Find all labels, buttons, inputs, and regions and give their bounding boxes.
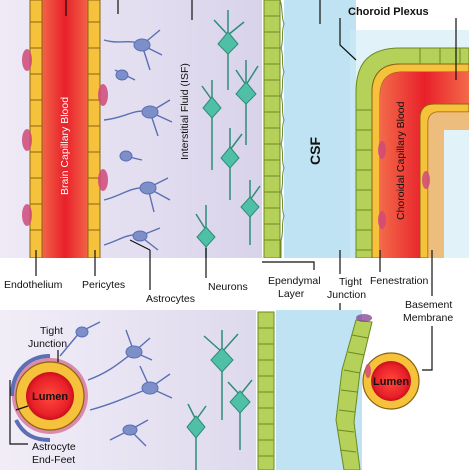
lumen-right [371,361,411,401]
interstitial-fluid-label: Interstitial Fluid (ISF) [179,63,191,160]
fenestration-label: Fenestration [370,275,429,287]
bottom-panel: Lumen Lumen [0,310,420,470]
pericytes-label: Pericytes [82,279,125,291]
choroidal-capillary-blood-label: Choroidal Capillary Blood [395,101,407,220]
lumen-left [26,372,74,420]
endothelium-label: Endothelium [4,279,63,291]
brain-endothelium-right [87,0,101,259]
pericyte-cells [22,49,108,226]
astrocyte-cells-top [115,38,159,242]
brain-capillary-blood-label: Brain Capillary Blood [59,97,71,195]
tight-junction-left-line2: Junction [28,338,67,350]
choroid-pericytes [378,141,430,229]
neuron-cells-bottom [186,347,251,439]
choroidal-capillary-blood [380,72,469,258]
csf-label: CSF [307,137,323,165]
csf-region [284,0,356,258]
astrocyte-cells-bottom [75,326,159,436]
ependymal-layer-bottom [257,311,275,470]
choroid-plexus-label: Choroid Plexus [348,6,429,18]
tight-junction-left-line1: Tight [40,325,63,337]
lumen-left-label: Lumen [32,391,68,403]
ependymal-layer-label-line1: Ependymal [268,275,321,287]
choroid-epithelium-bottom [335,319,373,470]
astrocyte-end-feet-line2: End-Feet [32,454,75,466]
tight-junction-right-line2: Junction [327,289,366,301]
ependymal-layer-label-line2: Layer [278,288,305,300]
neuron-cells-top [196,31,260,248]
astrocyte-end-feet [10,354,51,397]
label-band: Endothelium Pericytes Astrocytes Neurons… [0,258,469,324]
bottom-left-leaders [9,350,59,445]
label-leaders [35,239,433,371]
brain-endothelium-left [29,0,43,259]
lumen-right-label: Lumen [373,376,409,388]
choroid-plexus-leaders [65,0,457,80]
basement-membrane-line1: Basement [405,299,452,311]
tight-junction-right-line1: Tight [339,276,362,288]
astrocyte-end-feet-line1: Astrocyte [32,441,76,453]
brain-capillary: Brain Capillary Blood [22,0,108,259]
brain-capillary-blood [40,0,90,258]
astrocytes-label: Astrocytes [146,293,195,305]
neurons-label: Neurons [208,281,248,293]
basement-membrane-line2: Membrane [403,312,453,324]
